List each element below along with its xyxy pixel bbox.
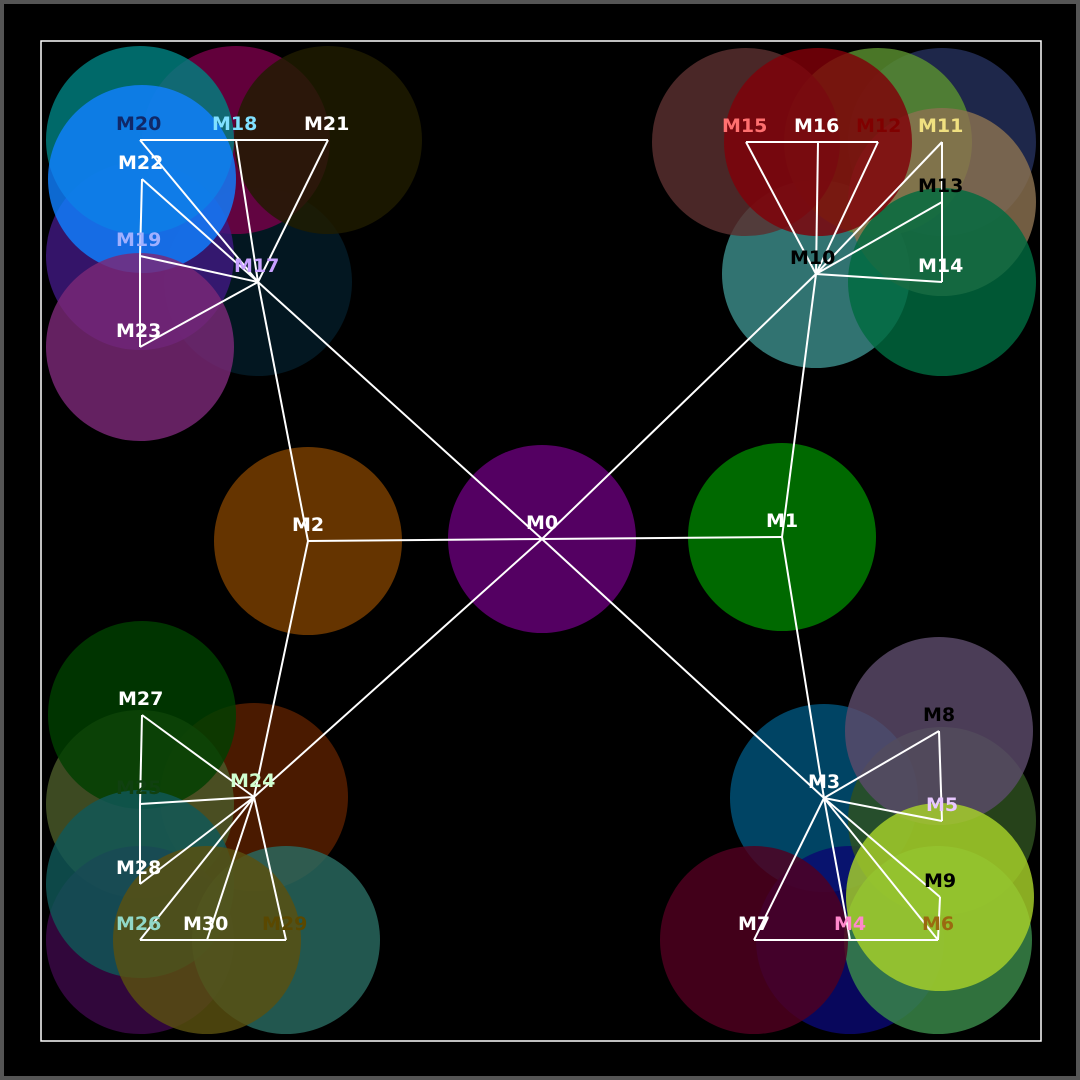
node-m21-label: M21 (304, 113, 349, 135)
node-m1-label: M1 (766, 510, 798, 532)
node-m27-label: M27 (118, 688, 163, 710)
node-m3-label: M3 (808, 771, 840, 793)
diagram-border (40, 40, 1042, 1042)
edge-m10-m13 (815, 201, 943, 275)
node-m23-label: M23 (116, 320, 161, 342)
edge-m24-m25 (139, 796, 255, 805)
node-m16-label: M16 (794, 115, 839, 137)
edge-m10-m11 (815, 141, 943, 275)
edge-m3-m4 (823, 797, 851, 941)
node-m22-label: M22 (118, 152, 163, 174)
node-m5-label: M5 (926, 794, 958, 816)
node-m18-label: M18 (212, 113, 257, 135)
edge-m2-m17 (257, 281, 309, 542)
node-m17-label: M17 (234, 255, 279, 277)
edge-m3-m6 (823, 797, 939, 941)
node-m13-label: M13 (918, 175, 963, 197)
node-m9-label: M9 (924, 870, 956, 892)
edge-m17-m21 (257, 139, 329, 283)
edge-m0-m2 (307, 538, 543, 542)
node-m10-label: M10 (790, 247, 835, 269)
edge-m24-m27 (141, 714, 255, 798)
edge-m3-m9 (823, 797, 941, 898)
edge-m17-m22 (141, 178, 259, 283)
edge-m10-m12 (815, 141, 879, 275)
edge-m10-m15 (745, 141, 817, 275)
edge-m10-m16 (815, 141, 819, 275)
edge-m3-m8 (823, 730, 940, 799)
edge-m0-m10 (541, 273, 817, 540)
node-m26-label: M26 (116, 913, 161, 935)
edge-m17-m19 (139, 255, 259, 283)
node-m29-label: M29 (262, 913, 307, 935)
node-m12-label: M12 (856, 115, 901, 137)
node-m14-label: M14 (918, 255, 963, 277)
node-m7-label: M7 (738, 913, 770, 935)
node-m0-label: M0 (526, 512, 558, 534)
edge-m3-m5 (823, 797, 943, 822)
edge-m0-m24 (253, 538, 543, 798)
edge-m0-m1 (541, 536, 783, 540)
edge-m3-m7 (753, 797, 825, 941)
edge-m25-m27 (139, 714, 143, 805)
node-m4-label: M4 (834, 913, 866, 935)
node-m28-label: M28 (116, 857, 161, 879)
edge-m24-m29 (253, 796, 287, 941)
node-m20-label: M20 (116, 113, 161, 135)
edge-m17-m23 (139, 281, 259, 348)
edges (139, 139, 943, 941)
node-m24-label: M24 (230, 770, 275, 792)
edge-m0-m17 (257, 281, 543, 540)
edge-m2-m24 (253, 540, 309, 798)
node-m11-label: M11 (918, 115, 963, 137)
node-circles (46, 46, 1036, 1034)
node-m30-label: M30 (183, 913, 228, 935)
node-m8-label: M8 (923, 704, 955, 726)
edge-m10-m14 (815, 273, 943, 283)
edge-m17-m18 (235, 139, 259, 283)
node-m15-label: M15 (722, 115, 767, 137)
edge-m0-m3 (541, 538, 825, 799)
edge-m6-m9 (937, 896, 941, 941)
edge-m17-m20 (139, 139, 259, 283)
edge-m19-m22 (139, 178, 143, 257)
node-m25-label: M25 (116, 777, 161, 799)
edge-m1-m10 (781, 273, 817, 538)
node-m2-label: M2 (292, 514, 324, 536)
node-m19-label: M19 (116, 229, 161, 251)
edge-m24-m26 (139, 796, 255, 941)
node-m6-label: M6 (922, 913, 954, 935)
edge-m5-m8 (938, 730, 943, 822)
edge-m24-m30 (206, 796, 255, 941)
edge-m1-m3 (781, 536, 825, 799)
edge-m24-m28 (139, 796, 255, 885)
